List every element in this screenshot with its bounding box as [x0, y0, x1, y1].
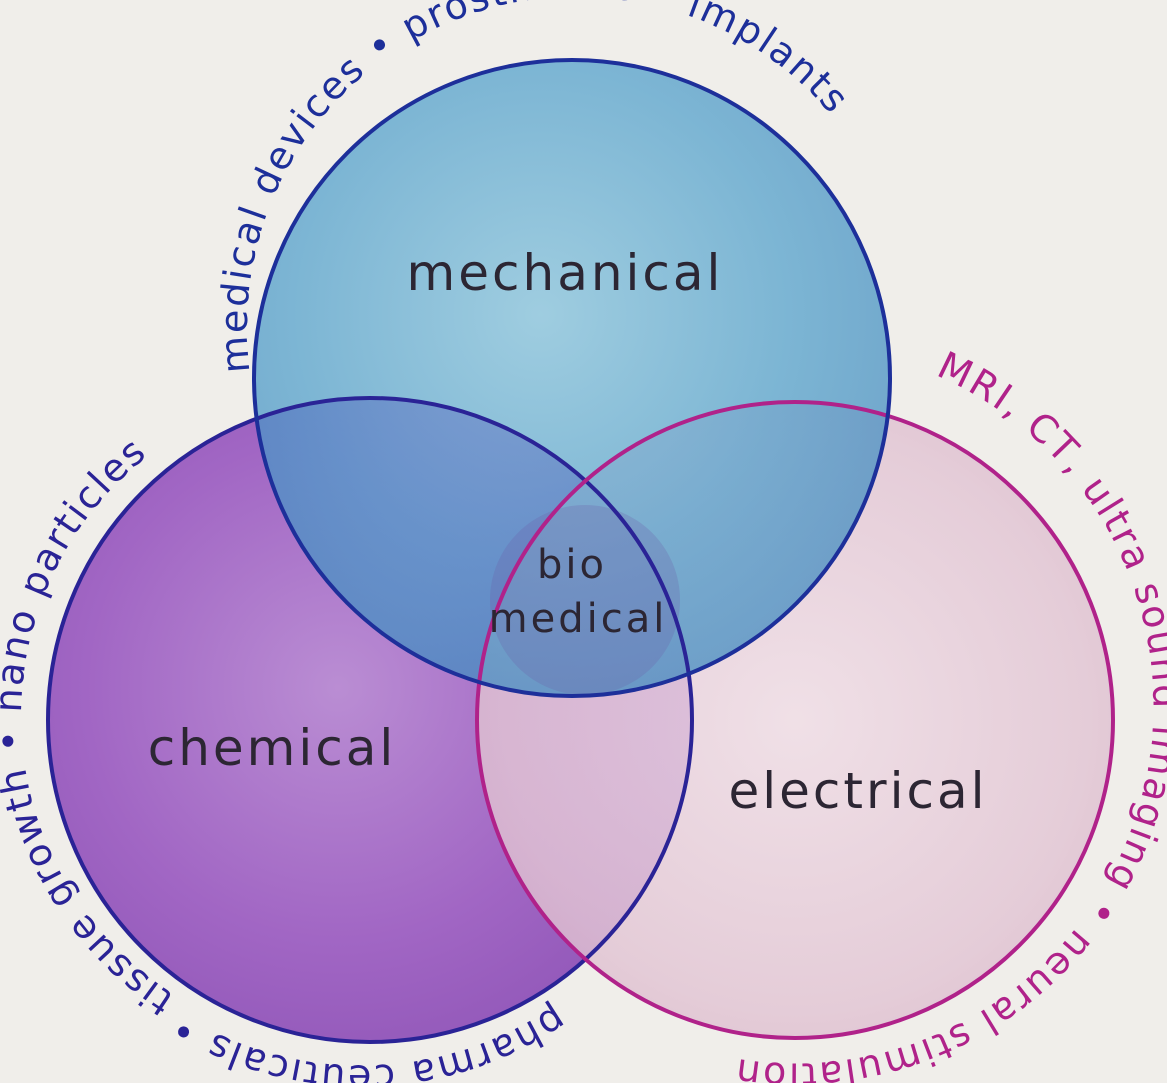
- overlap-shading: [490, 505, 680, 695]
- label-mechanical: mechanical: [407, 244, 724, 302]
- circle-mechanical: [254, 60, 890, 696]
- circle-electrical-outline: [475, 400, 1115, 1040]
- label-bio: bio: [537, 542, 607, 588]
- circle-chemical-outline: [46, 396, 694, 1044]
- label-chemical: chemical: [148, 719, 397, 777]
- label-medical: medical: [489, 596, 668, 642]
- circle-mechanical-outline: [252, 58, 892, 698]
- label-electrical: electrical: [729, 762, 988, 820]
